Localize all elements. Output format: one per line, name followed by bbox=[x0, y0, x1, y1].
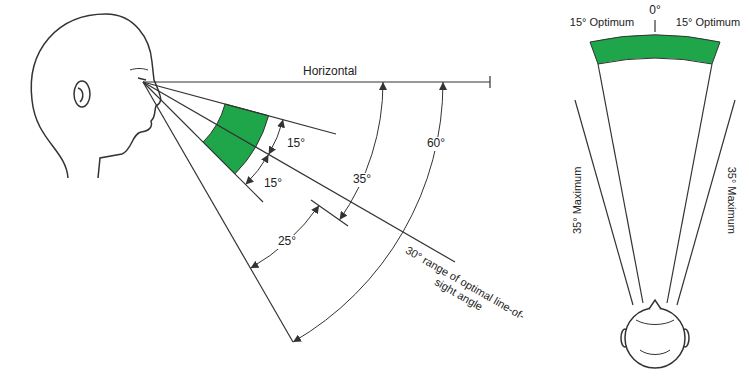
tick-line bbox=[311, 200, 348, 226]
sight-line bbox=[143, 82, 293, 342]
nose bbox=[649, 300, 661, 309]
angle-arc bbox=[251, 205, 320, 268]
angle-label: Horizontal bbox=[301, 65, 359, 79]
optimum-line bbox=[667, 64, 712, 303]
eyebrow bbox=[130, 69, 148, 71]
angle-label: 15° Optimum bbox=[674, 16, 742, 29]
angle-label: 35° bbox=[351, 173, 373, 187]
optimal-line bbox=[143, 82, 455, 262]
sight-line bbox=[143, 82, 263, 202]
optimal-band bbox=[203, 104, 269, 174]
eye bbox=[138, 78, 146, 80]
angle-label: 35° Maximum bbox=[726, 164, 739, 235]
optimal-band bbox=[590, 35, 720, 64]
angle-label: 0° bbox=[647, 4, 662, 18]
ear-detail bbox=[78, 88, 83, 102]
angle-label: 60° bbox=[425, 137, 447, 151]
tick-line bbox=[489, 76, 490, 88]
hair-line bbox=[640, 350, 670, 355]
angle-label: 35° Maximum bbox=[572, 164, 585, 235]
angle-arc bbox=[269, 120, 284, 155]
angle-arc bbox=[293, 82, 443, 342]
sight-line bbox=[143, 82, 336, 134]
maximum-line bbox=[575, 100, 633, 305]
maximum-line bbox=[677, 100, 735, 305]
sight-lines bbox=[143, 76, 490, 342]
head-outline bbox=[625, 308, 685, 368]
head-profile bbox=[31, 14, 160, 178]
head-top-view bbox=[621, 300, 689, 368]
brow-line bbox=[636, 320, 674, 325]
top-view-lines bbox=[575, 20, 735, 305]
optimum-line bbox=[598, 64, 643, 303]
angle-label: 15° bbox=[285, 137, 307, 151]
angle-label: 25° bbox=[276, 235, 298, 249]
angle-label: 30° range of optimal line-of-sight angle bbox=[393, 242, 530, 336]
angle-arc bbox=[340, 82, 383, 220]
angle-label: 15° bbox=[262, 177, 284, 191]
horizontal-line bbox=[143, 81, 490, 82]
zero-tick bbox=[654, 20, 655, 32]
angle-arcs bbox=[246, 82, 444, 342]
ear bbox=[74, 81, 90, 107]
face-outline bbox=[31, 14, 160, 178]
angle-label: 15° Optimum bbox=[568, 16, 636, 29]
